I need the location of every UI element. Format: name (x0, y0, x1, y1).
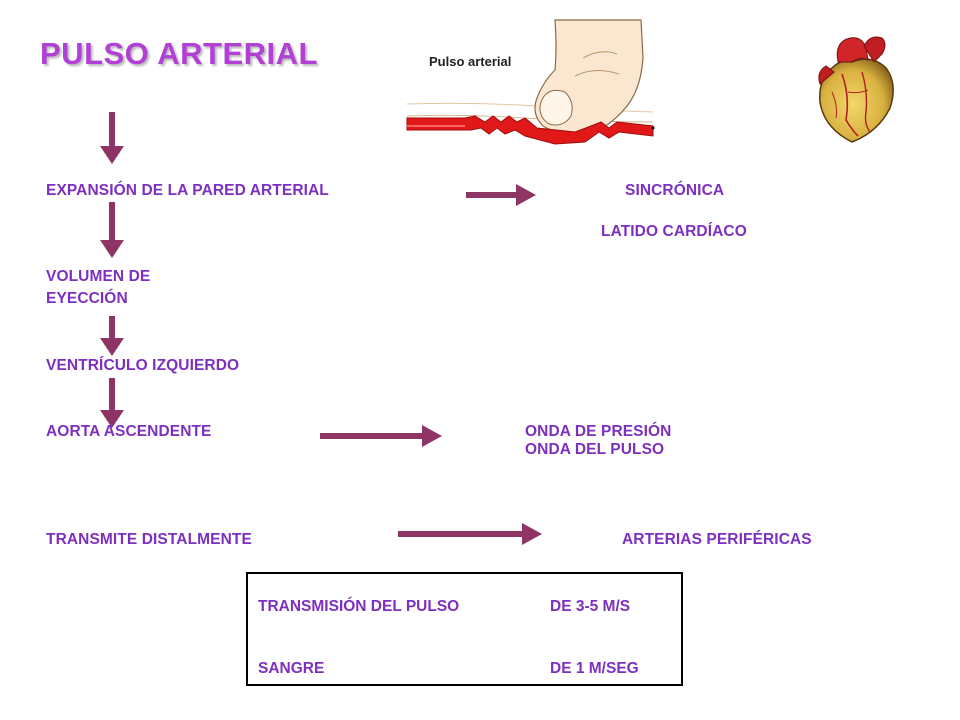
label-arterias: ARTERIAS PERIFÉRICAS (622, 531, 812, 548)
label-latido: LATIDO CARDÍACO (601, 223, 747, 240)
label-ventriculo: VENTRÍCULO IZQUIERDO (46, 357, 240, 374)
finger-pressing-artery-icon: Pulso arterial (405, 18, 655, 166)
speed-comparison-box: TRANSMISIÓN DEL PULSO DE 3-5 M/S SANGRE … (246, 572, 683, 686)
arrow-right-1 (466, 184, 536, 206)
arrow-down-4 (100, 378, 124, 428)
box-row2-label: SANGRE (258, 660, 325, 677)
heart-icon (812, 32, 896, 144)
label-transmite: TRANSMITE DISTALMENTE (46, 531, 252, 548)
box-row1-label: TRANSMISIÓN DEL PULSO (258, 598, 460, 615)
label-onda-pulso: ONDA DEL PULSO (525, 441, 665, 458)
box-row2-value: DE 1 M/SEG (550, 660, 639, 677)
page-title: PULSO ARTERIAL (40, 36, 318, 71)
arrow-down-1 (100, 112, 124, 164)
label-expansion: EXPANSIÓN DE LA PARED ARTERIAL (46, 182, 329, 199)
arrow-right-2 (320, 425, 442, 447)
illustration-caption: Pulso arterial (429, 54, 512, 69)
label-volumen-line1: VOLUMEN DE (46, 268, 151, 285)
label-sincronica: SINCRÓNICA (625, 182, 725, 199)
label-onda-presion: ONDA DE PRESIÓN (525, 423, 672, 440)
label-aorta: AORTA ASCENDENTE (46, 423, 212, 440)
arrow-down-2 (100, 202, 124, 258)
label-volumen-line2: EYECCIÓN (46, 290, 128, 307)
box-row1-value: DE 3-5 M/S (550, 598, 631, 615)
arrow-right-3 (398, 523, 542, 545)
arrow-down-3 (100, 316, 124, 356)
